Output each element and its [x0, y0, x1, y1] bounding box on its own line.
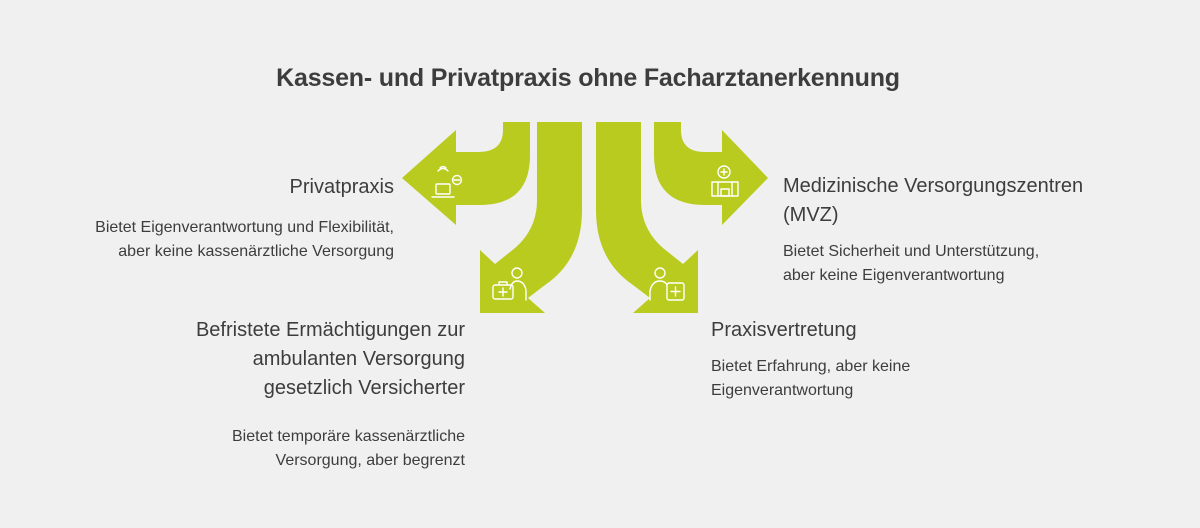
- arrow-privatpraxis: [402, 122, 530, 225]
- option-heading: Befristete Ermächtigungen zur ambulanten…: [45, 316, 465, 403]
- heading-line: Medizinische Versorgungszentren: [783, 175, 1084, 197]
- description-line: Bietet temporäre kassenärztliche: [232, 428, 465, 445]
- option-befristete-ermaechtigungen: Befristete Ermächtigungen zur ambulanten…: [45, 316, 465, 473]
- laptop-health-icon: [431, 165, 463, 198]
- diagram-title: Kassen- und Privatpraxis ohne Facharztan…: [276, 64, 900, 92]
- arrow-shape: [402, 122, 530, 225]
- option-description: Bietet Erfahrung, aber keine Eigenverant…: [711, 355, 1111, 403]
- option-mvz: Medizinische Versorgungszentren (MVZ) Bi…: [783, 172, 1163, 288]
- option-description: Bietet temporäre kassenärztliche Versorg…: [45, 425, 465, 473]
- heading-line: gesetzlich Versicherter: [263, 377, 465, 399]
- option-heading: Privatpraxis: [289, 176, 394, 198]
- description-line: Eigenverantwortung: [711, 382, 854, 399]
- arrow-shape: [480, 122, 582, 313]
- heading-line: Befristete Ermächtigungen zur: [195, 319, 465, 341]
- option-description: Bietet Sicherheit und Unterstützung, abe…: [783, 240, 1163, 288]
- heading-line: (MVZ): [783, 204, 839, 226]
- heading-line: ambulanten Versorgung: [252, 348, 465, 370]
- description-line: aber keine kassenärztliche Versorgung: [118, 243, 394, 260]
- description-line: Bietet Erfahrung, aber keine: [711, 358, 911, 375]
- arrow-praxisvertretung: [596, 122, 698, 313]
- arrow-befristete: [480, 122, 582, 313]
- option-heading: Medizinische Versorgungszentren (MVZ): [783, 172, 1163, 230]
- arrow-shape: [596, 122, 698, 313]
- doctor-medkit-icon: [492, 267, 527, 301]
- description-line: aber keine Eigenverantwortung: [783, 267, 1005, 284]
- description-line: Bietet Eigenverantwortung und Flexibilit…: [95, 219, 394, 236]
- description-line: Bietet Sicherheit und Unterstützung,: [783, 243, 1040, 260]
- doctor-clipboard-icon: [649, 267, 685, 301]
- description-line: Versorgung, aber begrenzt: [275, 452, 465, 469]
- arrow-shape: [654, 122, 768, 225]
- hospital-icon: [711, 165, 739, 197]
- option-privatpraxis: Privatpraxis Bietet Eigenverantwortung u…: [14, 173, 394, 264]
- option-description: Bietet Eigenverantwortung und Flexibilit…: [14, 216, 394, 264]
- option-heading: Praxisvertretung: [711, 319, 857, 341]
- arrow-mvz: [654, 122, 768, 225]
- option-praxisvertretung: Praxisvertretung Bietet Erfahrung, aber …: [711, 316, 1111, 403]
